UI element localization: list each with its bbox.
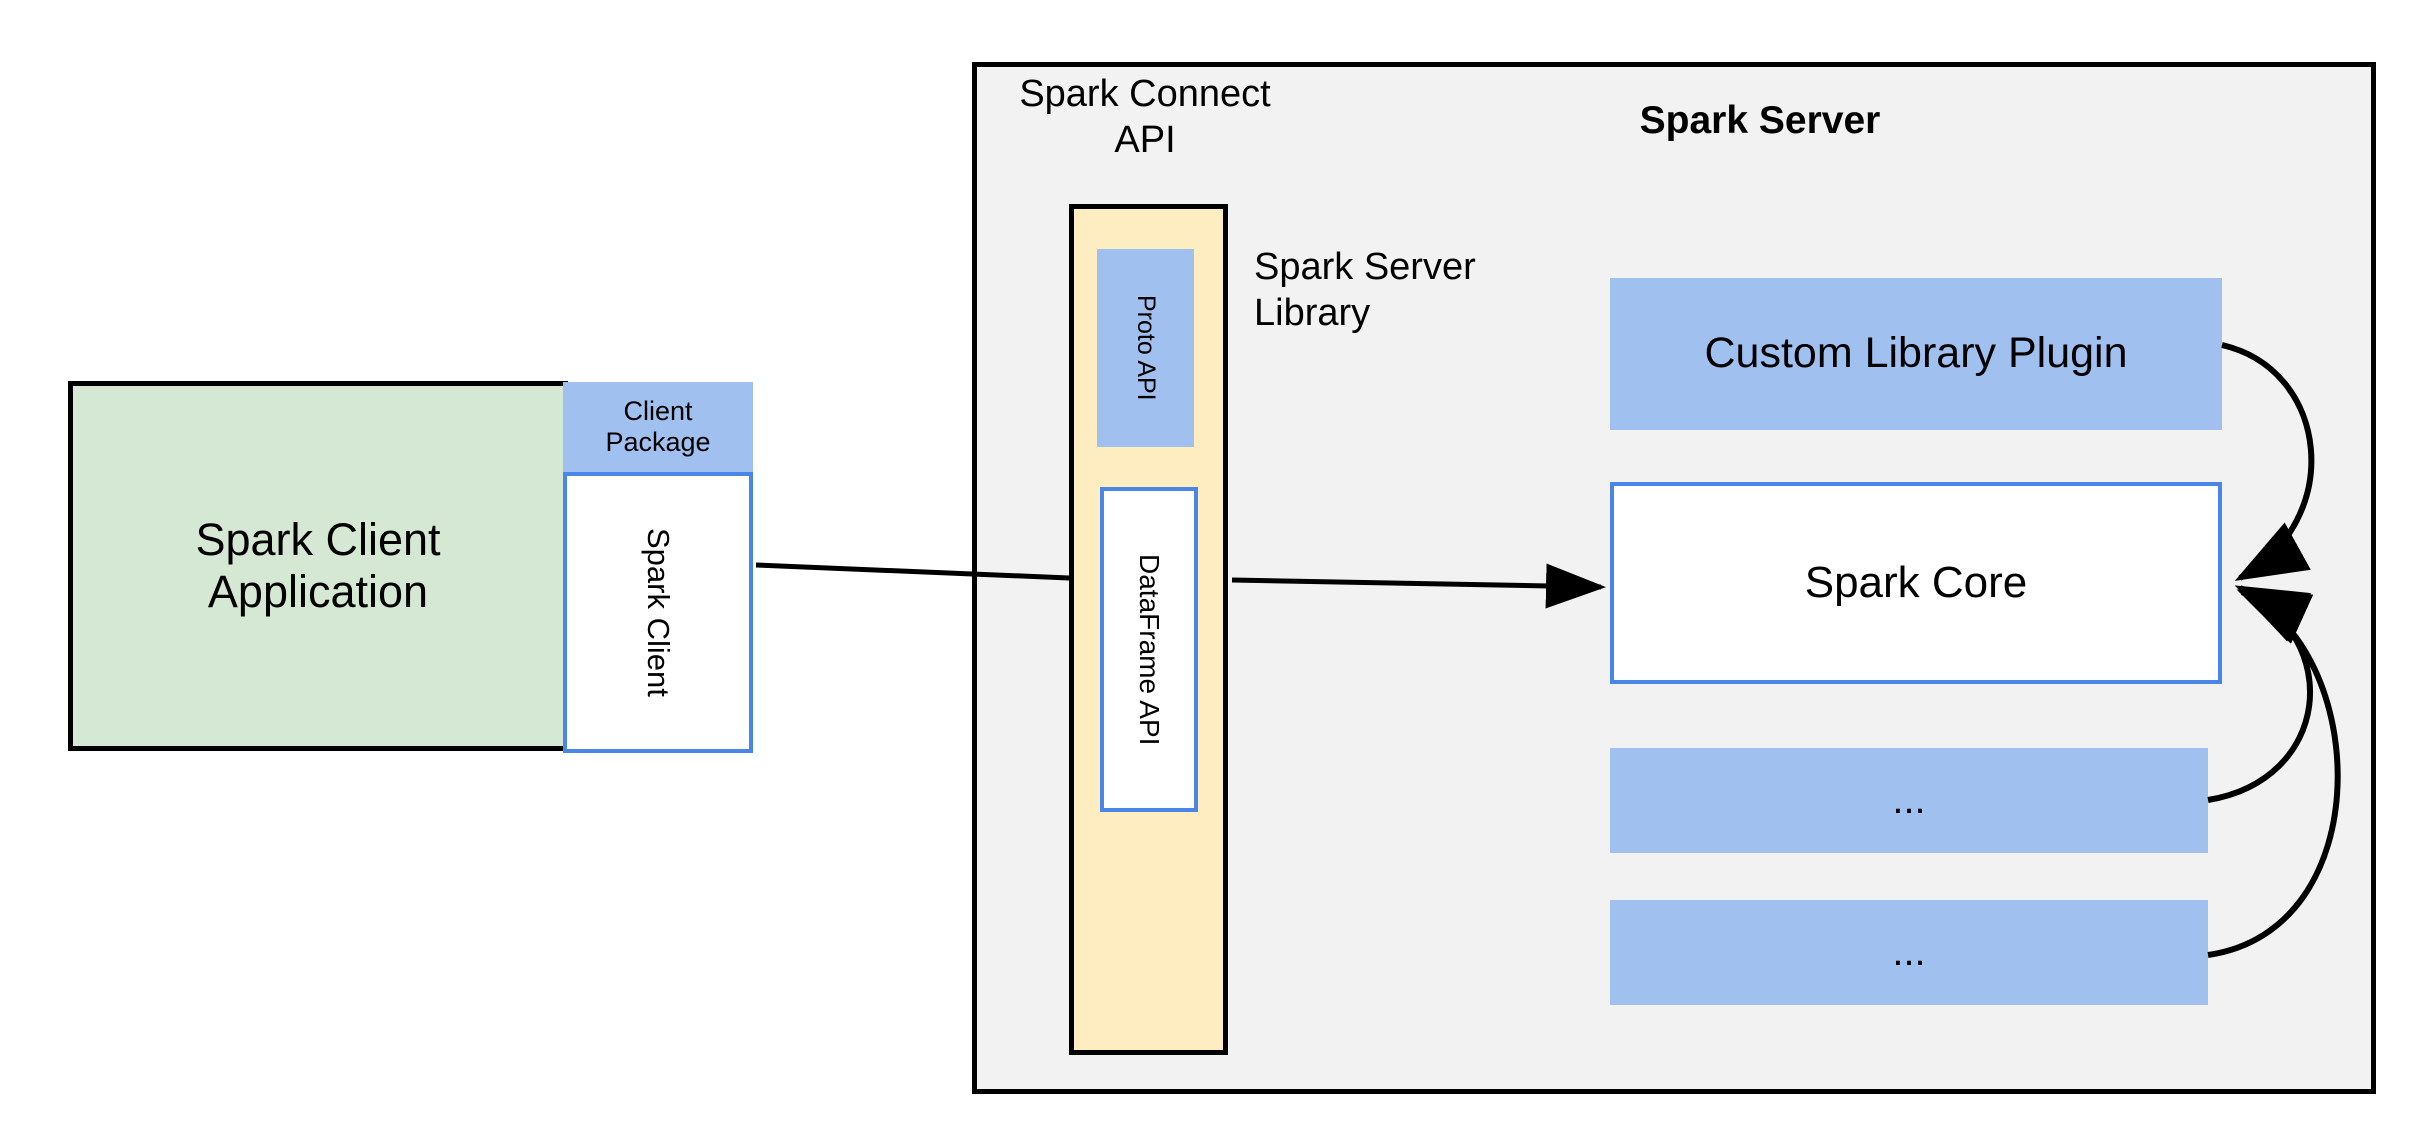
spark-client-application-label-line2: Application — [207, 566, 429, 617]
spark-server-library-label-line1: Spark Server — [1254, 246, 1476, 288]
placeholder-component-label-1: ... — [1892, 778, 1926, 823]
spark-client-application-label-line1: Spark Client — [195, 513, 441, 565]
spark-connect-api-label: Spark Connect API — [1000, 72, 1290, 163]
spark-core-label: Spark Core — [1804, 558, 2028, 608]
client-package-label-line2: Package — [605, 427, 711, 457]
proto-api-label: Proto API — [1132, 295, 1160, 401]
spark-core-box[interactable]: Spark Core — [1610, 482, 2222, 684]
proto-api-box[interactable]: Proto API — [1097, 249, 1194, 447]
custom-library-plugin-label: Custom Library Plugin — [1704, 329, 2128, 378]
spark-server-library-label-line2: Library — [1254, 291, 1371, 334]
spark-connect-api-label-line1: Spark Connect — [1019, 73, 1271, 115]
dataframe-api-label: DataFrame API — [1134, 553, 1166, 746]
placeholder-component-box-1[interactable]: ... — [1610, 748, 2208, 853]
spark-client-label: Spark Client — [640, 528, 676, 697]
client-package-box[interactable]: Client Package — [563, 382, 753, 472]
placeholder-component-box-2[interactable]: ... — [1610, 900, 2208, 1005]
client-package-label-line1: Client — [623, 395, 693, 426]
dataframe-api-box[interactable]: DataFrame API — [1100, 487, 1198, 812]
placeholder-component-label-2: ... — [1892, 930, 1926, 975]
spark-client-box[interactable]: Spark Client — [563, 472, 753, 753]
spark-connect-api-label-line2: API — [1114, 118, 1176, 161]
custom-library-plugin-box[interactable]: Custom Library Plugin — [1610, 278, 2222, 430]
spark-server-library-label: Spark Server Library — [1254, 245, 1544, 336]
spark-client-application-box[interactable]: Spark Client Application — [68, 381, 568, 751]
spark-server-title: Spark Server — [1639, 99, 1881, 142]
